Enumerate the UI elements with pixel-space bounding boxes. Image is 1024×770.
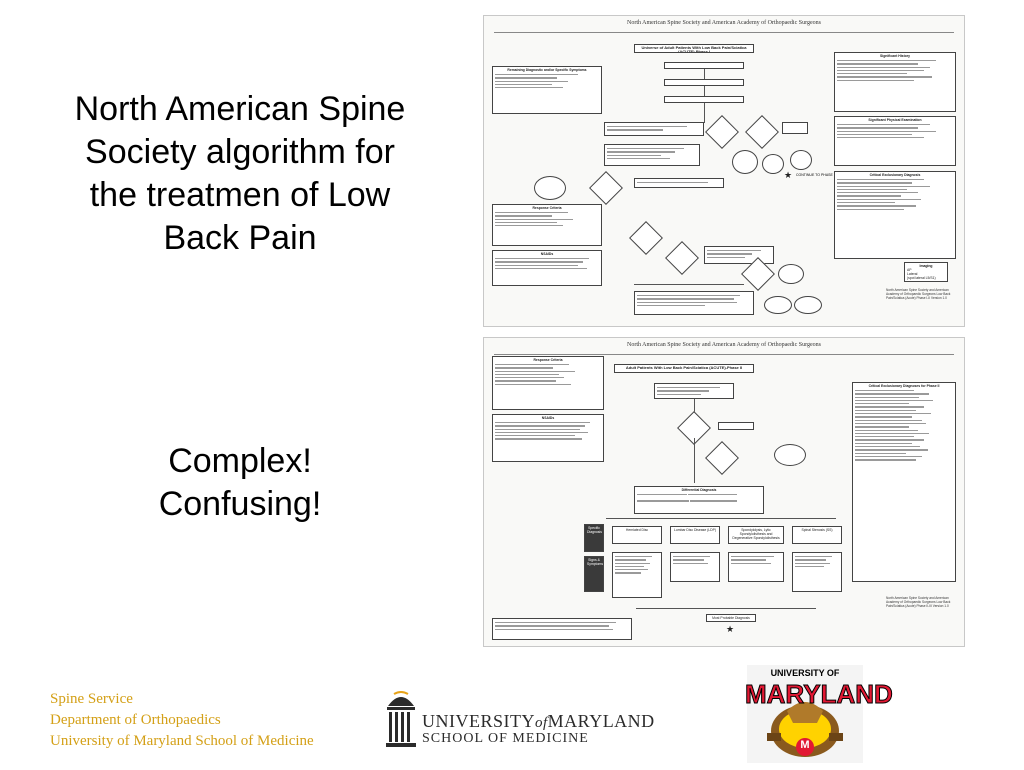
doc1-history-title: Significant History [880,54,910,58]
doc2-col-header: Spinal Stenosis (SS) [792,526,842,544]
doc2-circle-1 [774,444,806,466]
dome-icon [386,691,416,747]
doc1-imaging-title: Imaging [919,264,933,268]
doc2-decision-2 [705,441,739,475]
footer-school: University of Maryland School of Medicin… [50,733,314,749]
slide-title: North American Spine Society algorithm f… [74,90,406,257]
doc1-circle-6 [764,296,792,314]
star-icon: ★ [726,624,735,634]
doc1-exclusionary-title: Critical Exclusionary Diagnosis [869,173,921,177]
doc1-flow-box-6 [704,246,774,264]
umd-school-of-medicine-logo: UNIVERSITYofMARYLAND SCHOOL OF MEDICINE [384,686,654,756]
doc2-side-label-signs: Signs & Symptoms [584,556,604,592]
doc1-left-box-title: Remaining Diagnostic and/or Specific Sym… [507,68,587,72]
doc1-header: North American Spine Society and America… [484,20,964,33]
umd-logo-maryland: MARYLAND [547,711,655,731]
doc2-col-body [792,552,842,592]
doc2-differential-title: Differential Diagnosis [681,488,717,492]
doc2-nsaids-title: NSAIDs [541,416,555,420]
doc1-response-box: Response Criteria [492,204,602,246]
md-logo-top-text: UNIVERSITY OF [770,668,840,678]
doc2-col-header: Herniated Disc [612,526,662,544]
doc1-flow-box-4 [604,122,704,136]
doc2-note-box [492,618,632,640]
doc1-side-box [782,122,808,134]
algorithm-phase-1-scan: North American Spine Society and America… [483,15,965,327]
slide-subtitle: Complex! Confusing! [60,440,420,526]
doc1-circle-3 [790,150,812,170]
doc1-decision-2 [745,115,779,149]
doc1-decision-5 [665,241,699,275]
doc1-left-box: Remaining Diagnostic and/or Specific Sym… [492,66,602,114]
umd-logo-university: UNIVERSITY [422,711,535,731]
doc1-exam-box: Significant Physical Examination [834,116,956,166]
doc2-title: Adult Patients With Low Back Pain/Sciati… [614,364,754,373]
doc1-nsaids-box: NSAIDs [492,250,602,286]
footer-department: Department of Orthopaedics [50,712,221,728]
maryland-terrapins-logo: UNIVERSITY OF MARYLAND M [745,663,894,765]
doc2-footnote: North American Spine Society and America… [886,596,951,608]
terrapin-icon [745,663,865,765]
subtitle-line-confusing: Confusing! [158,485,322,523]
doc1-decision-1 [705,115,739,149]
doc1-history-box: Significant History [834,52,956,112]
subtitle-line-complex: Complex! [168,442,312,480]
doc2-side-label-diagnosis: Specific Diagnosis [584,524,604,552]
doc1-flow-box-2 [664,79,744,86]
doc2-differential-box: Differential Diagnosis [634,486,764,514]
doc1-flow-box-3 [664,96,744,103]
doc2-exclusionary-box: Critical Exclusionary Diagnoses for Phas… [852,382,956,582]
doc1-flow-box-5 [634,178,724,188]
doc2-flow-box-1 [654,383,734,399]
doc1-title: Universe of Adult Patients With Low Back… [634,44,754,53]
doc2-exclusionary-title: Critical Exclusionary Diagnoses for Phas… [868,384,940,388]
doc1-circle-2 [762,154,784,174]
doc1-imaging-item: (spot lateral L5/S1) [907,276,936,280]
md-logo-main-text: MARYLAND [745,679,894,710]
doc1-flow-box-1 [664,62,744,69]
doc1-circle-4 [534,176,566,200]
doc2-nsaids-box: NSAIDs [492,414,604,462]
doc1-decision-4 [629,221,663,255]
doc1-circle-1 [732,150,758,174]
doc1-note-box [634,291,754,315]
doc2-response-box: Response Criteria [492,356,604,410]
doc1-circle-5 [778,264,804,284]
algorithm-phase-2-scan: North American Spine Society and America… [483,337,965,647]
doc2-bottom-box: Most Probable Diagnosis [706,614,756,622]
doc1-imaging-box: Imaging AP Lateral (spot lateral L5/S1) [904,262,948,282]
doc1-nsaids-title: NSAIDs [540,252,554,256]
doc1-circle-7 [794,296,822,314]
doc2-header: North American Spine Society and America… [484,342,964,355]
doc1-response-title: Response Criteria [532,206,562,210]
doc2-col-body [612,552,662,598]
doc2-response-title: Response Criteria [533,358,563,362]
doc1-imaging-item: AP [907,268,912,272]
doc2-flow-box-2 [718,422,754,430]
footer-spine-service: Spine Service [50,691,133,707]
doc1-footnote: North American Spine Society and America… [886,288,951,300]
umd-logo-school: SCHOOL OF MEDICINE [422,731,589,746]
umd-logo-of: of [535,715,548,731]
footer-credits: Spine Service Department of Orthopaedics… [50,689,314,752]
doc2-col-body [670,552,720,582]
doc2-col-header: Spondylolysis, Lytic Spondylolisthesis a… [728,526,784,544]
star-icon: ★ [784,170,793,180]
doc2-col-body [728,552,784,582]
doc2-col-header: Lumbar Disc Disease (LDP) [670,526,720,544]
doc1-exclusionary-box: Critical Exclusionary Diagnosis [834,171,956,259]
doc1-exam-title: Significant Physical Examination [868,118,922,122]
doc1-treatment-box [604,144,700,166]
md-logo-letter: M [800,739,810,751]
doc1-imaging-item: Lateral [907,272,918,276]
doc1-decision-3 [589,171,623,205]
doc1-continue-label: CONTINUE TO PHASE II [796,173,836,177]
